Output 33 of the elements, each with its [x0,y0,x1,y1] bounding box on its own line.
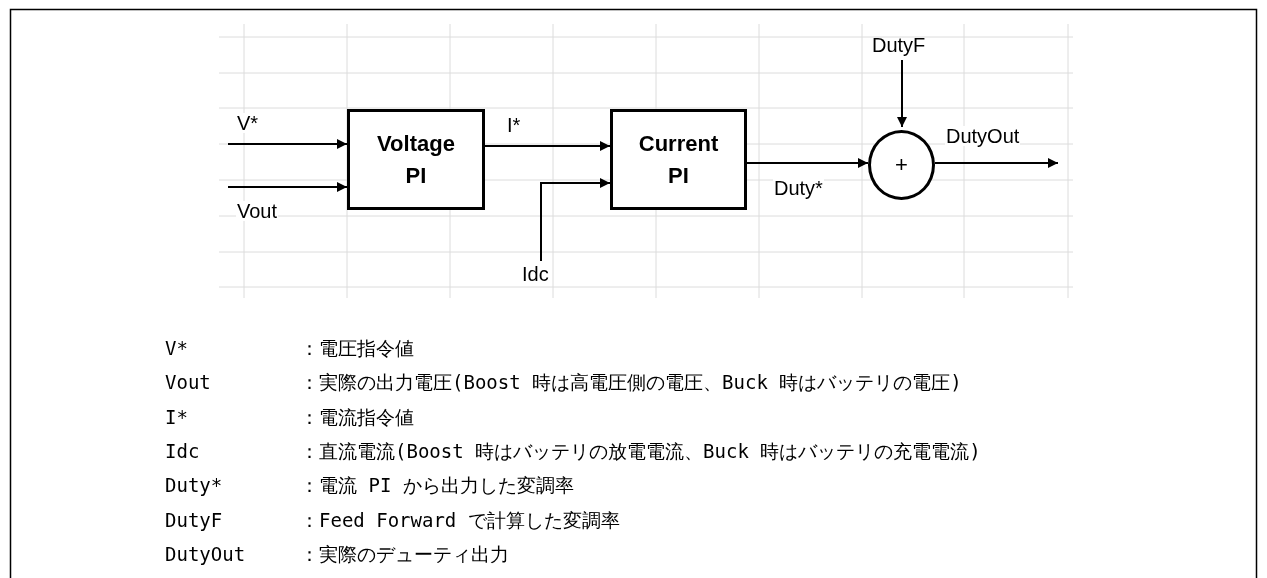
arrow [540,178,611,262]
definition-text: ：実際のデューティ出力 [300,544,509,564]
edge-label: Duty* [773,178,824,198]
edge-label: V* [236,113,260,133]
block-label: Current PI [637,129,720,190]
arrow [227,139,348,149]
arrow [227,182,348,192]
edge-label: I* [506,115,522,135]
symbol-term: Vout [165,373,211,393]
signal-label: Idc [522,264,549,284]
symbol-term: DutyOut [165,544,246,564]
controller-block [347,109,485,210]
edge-label: DutyOut [945,126,1021,146]
controller-block [610,109,747,210]
edge-label: Vout [236,201,279,221]
arrow [484,141,611,151]
definition-text: ：実際の出力電圧(Boost 時は高電圧側の電圧、Buck 時はバッテリの電圧) [300,373,962,393]
symbol-term: DutyF [165,510,223,530]
block-label: Voltage PI [376,129,456,190]
symbol-term: V* [165,339,188,358]
symbol-term: I* [165,407,188,427]
signal-label: DutyF [872,35,926,55]
arrow [746,158,869,168]
definition-text: ：電圧指令値 [300,339,414,358]
plus-sign: + [895,154,908,176]
arrow [934,158,1059,168]
symbol-term: Idc [165,441,200,461]
definition-text: ：電流 PI から出力した変調率 [300,476,574,496]
definition-text: ：直流電流(Boost 時はバッテリの放電電流、Buck 時はバッテリの充電電流) [300,441,981,461]
definition-text: ：電流指令値 [300,407,414,427]
definition-text: ：Feed Forward で計算した変調率 [300,510,620,530]
arrow [897,59,907,128]
symbol-term: Duty* [165,476,223,496]
